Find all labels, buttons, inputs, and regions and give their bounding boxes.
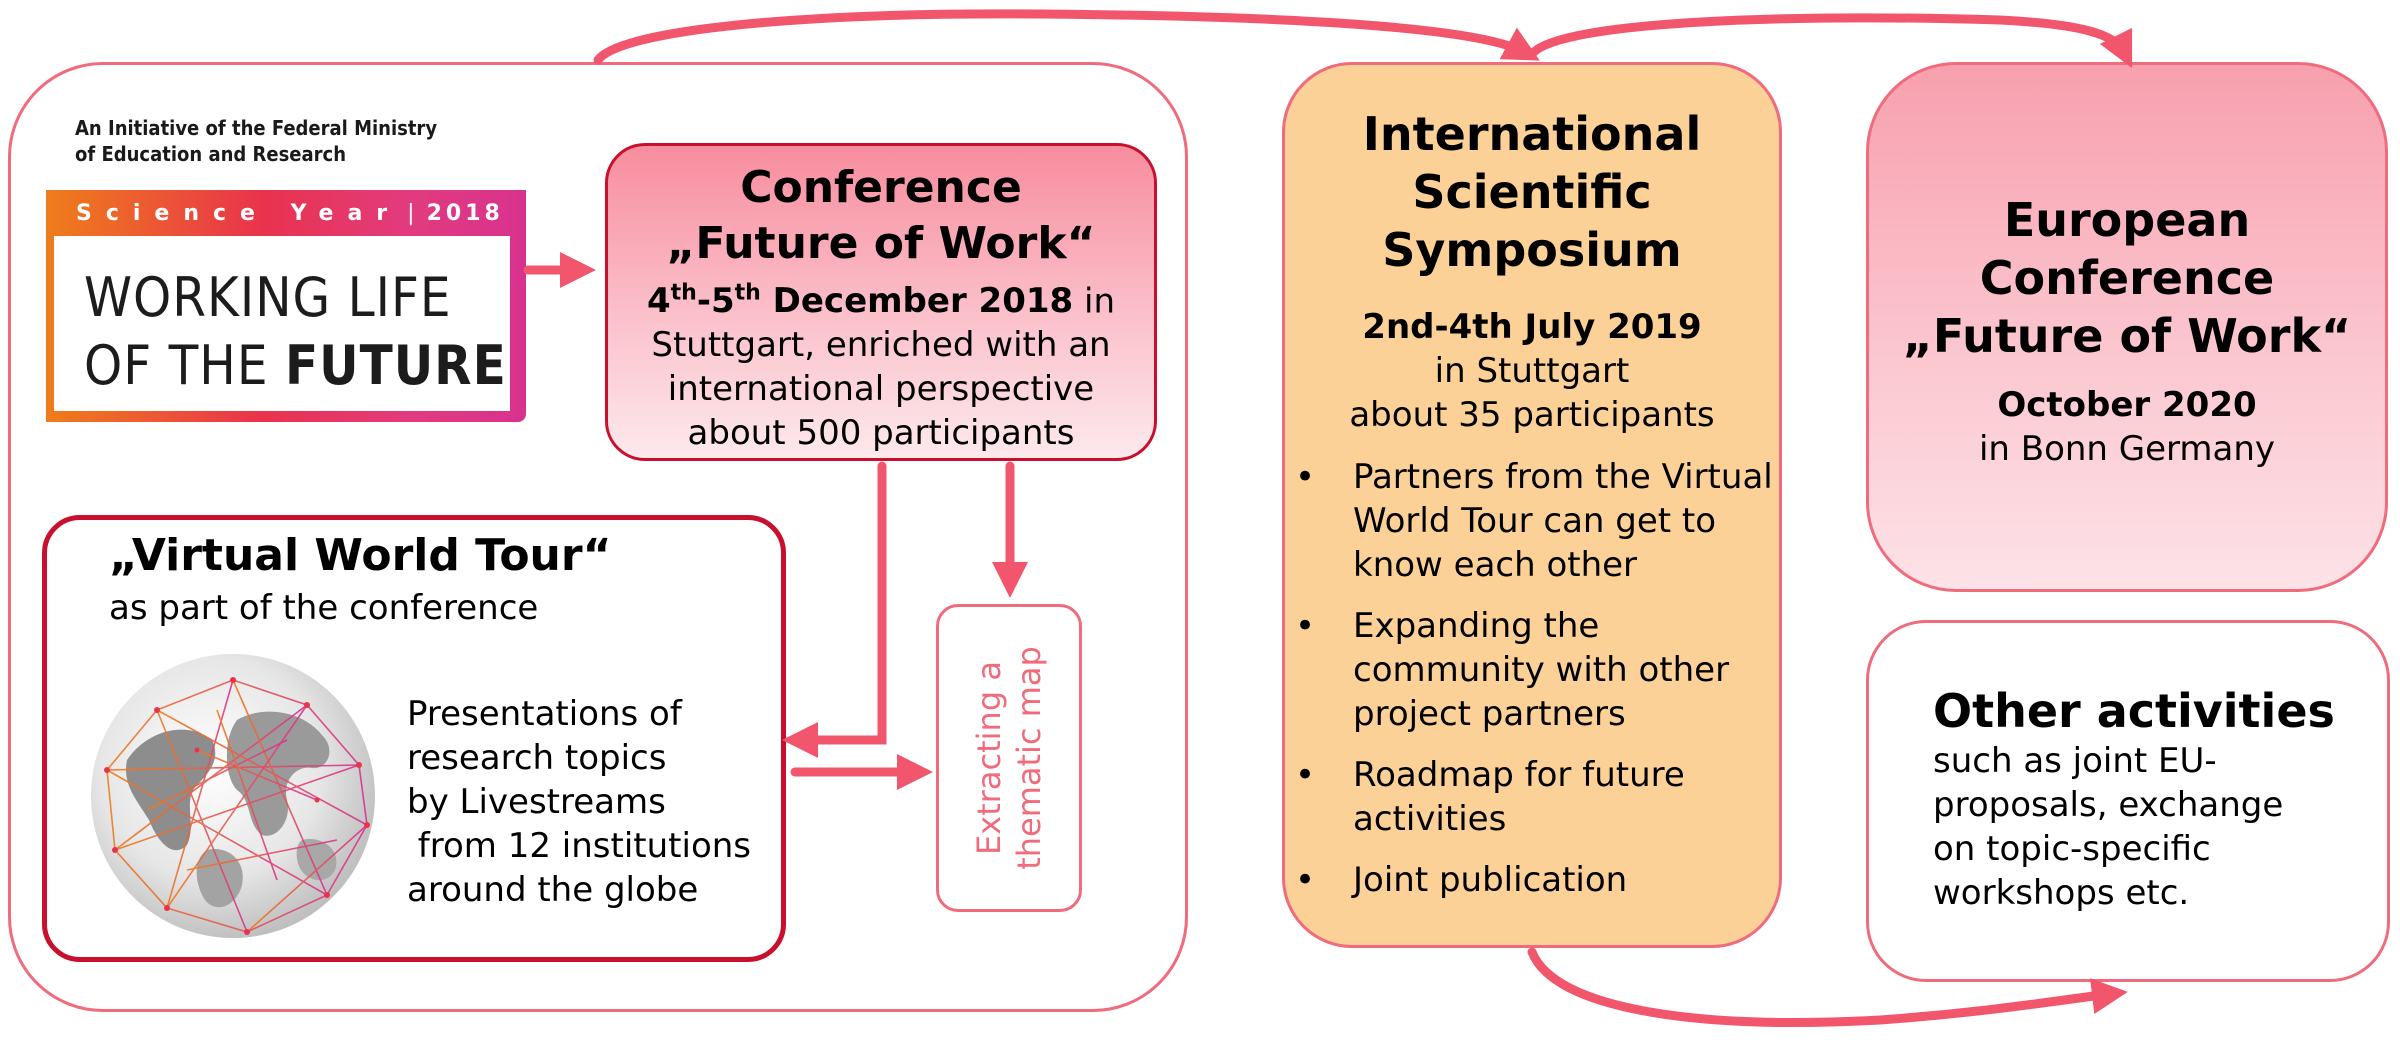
virtual-tour-title: „Virtual World Tour“ <box>109 530 612 581</box>
conference-title-1: Conference <box>740 162 1022 213</box>
initiative-line-2: of Education and Research <box>75 142 347 166</box>
conference-line-2: Stuttgart, enriched with an <box>651 325 1111 366</box>
conference-date: 4th-5th December 2018 <box>646 281 1074 322</box>
other-activities-title: Other activities <box>1933 684 2335 738</box>
arrow-outer-to-symposium <box>593 9 1540 65</box>
symposium-bullet: Roadmap for future activities <box>1285 753 1779 841</box>
logo-line-1: WORKING LIFE <box>84 266 452 329</box>
conference-date-line: 4th-5th December 2018 in <box>608 272 1154 323</box>
extract-line-2: thematic map <box>1010 646 1048 870</box>
virtual-tour-subtitle: as part of the conference <box>109 588 539 628</box>
symposium-title-3: Symposium <box>1382 223 1682 277</box>
extract-text: Extracting a thematic map <box>969 646 1049 870</box>
european-title-2: Conference <box>1979 251 2275 305</box>
symposium-location: in Stuttgart <box>1434 351 1630 391</box>
european-title-3: „Future of Work“ <box>1902 309 2352 363</box>
virtual-tour-box: „Virtual World Tour“ as part of the conf… <box>42 515 786 962</box>
symposium-title-1: International <box>1362 107 1702 161</box>
symposium-bullet: Joint publication <box>1285 858 1779 902</box>
symposium-date: 2nd-4th July 2019 <box>1362 307 1702 347</box>
virtual-tour-text: Presentations of research topics by Live… <box>407 694 752 910</box>
initiative-text: An Initiative of the Federal Ministry of… <box>75 115 535 167</box>
logo-inner: WORKING LIFE OF THE FUTURE <box>54 236 510 411</box>
other-activities-box: Other activities such as joint EU- propo… <box>1866 620 2390 982</box>
logo-year: 2018 <box>426 200 504 226</box>
logo-line-2-bold: FUTURE <box>284 334 507 397</box>
extract-line-1: Extracting a <box>970 661 1008 855</box>
initiative-line-1: An Initiative of the Federal Ministry <box>75 116 438 140</box>
logo-separator: | <box>407 200 415 226</box>
european-date: October 2020 <box>1997 385 2257 425</box>
logo-line-2: OF THE FUTURE <box>84 334 507 397</box>
conference-line-3: international perspective <box>667 369 1095 410</box>
conference-line-4: about 500 participants <box>687 413 1075 454</box>
conference-title-2: „Future of Work“ <box>666 218 1096 269</box>
symposium-bullet: Expanding the community with other proje… <box>1285 604 1779 736</box>
logo-label: Science Year <box>76 200 402 226</box>
globe-network-icon <box>87 650 379 942</box>
symposium-bullet-list: Partners from the Virtual World Tour can… <box>1285 455 1779 902</box>
symposium-participants: about 35 participants <box>1349 395 1715 435</box>
logo-line-2-prefix: OF THE <box>84 334 285 397</box>
symposium-title-2: Scientific <box>1412 165 1652 219</box>
extract-thematic-map-box: Extracting a thematic map <box>936 604 1082 912</box>
european-title-1: European <box>2003 193 2251 247</box>
european-location: in Bonn Germany <box>1978 429 2276 469</box>
conference-box: Conference „Future of Work“ 4th-5th Dece… <box>605 143 1157 461</box>
symposium-bullet: Partners from the Virtual World Tour can… <box>1285 455 1779 587</box>
arrow-symposium-to-european <box>1527 13 2133 69</box>
logo-strip: Science Year | 2018 <box>46 190 526 236</box>
science-year-logo: Science Year | 2018 WORKING LIFE OF THE … <box>46 190 526 422</box>
other-activities-text: such as joint EU- proposals, exchange on… <box>1933 741 2284 913</box>
european-conference-box: European Conference „Future of Work“ Oct… <box>1866 62 2388 592</box>
conference-date-suffix: in <box>1073 281 1116 322</box>
symposium-box: International Scientific Symposium 2nd-4… <box>1282 62 1782 948</box>
